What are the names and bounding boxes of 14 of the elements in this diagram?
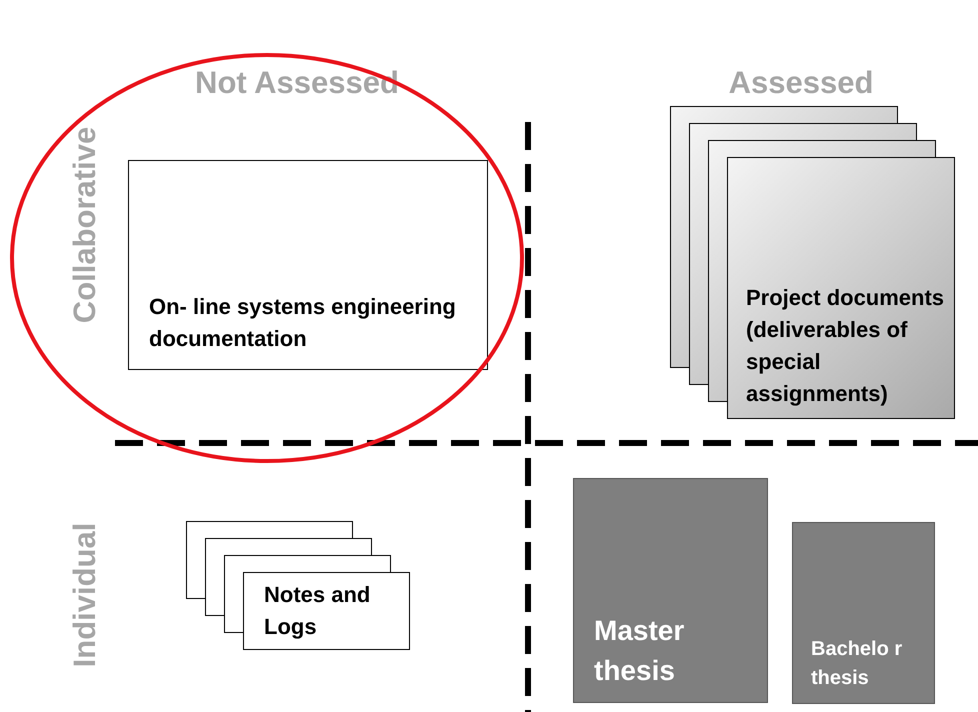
row-heading: Collaborative bbox=[67, 126, 103, 324]
box-text: Bachelo r thesis bbox=[811, 637, 904, 691]
box-text: Master thesis bbox=[594, 614, 686, 688]
column-heading: Not Assessed bbox=[195, 65, 399, 101]
document-box bbox=[128, 160, 488, 370]
document-stack bbox=[243, 572, 410, 650]
filled-box bbox=[573, 478, 768, 703]
box-text: On- line systems engineering documentation bbox=[149, 293, 457, 354]
box-text: Project documents (deliverables of special assignments) bbox=[746, 284, 946, 408]
filled-box bbox=[792, 522, 935, 704]
column-heading: Assessed bbox=[728, 65, 874, 101]
row-heading: Individual bbox=[67, 522, 103, 668]
box-text: Notes and Logs bbox=[264, 581, 372, 642]
document-stack bbox=[727, 157, 955, 419]
